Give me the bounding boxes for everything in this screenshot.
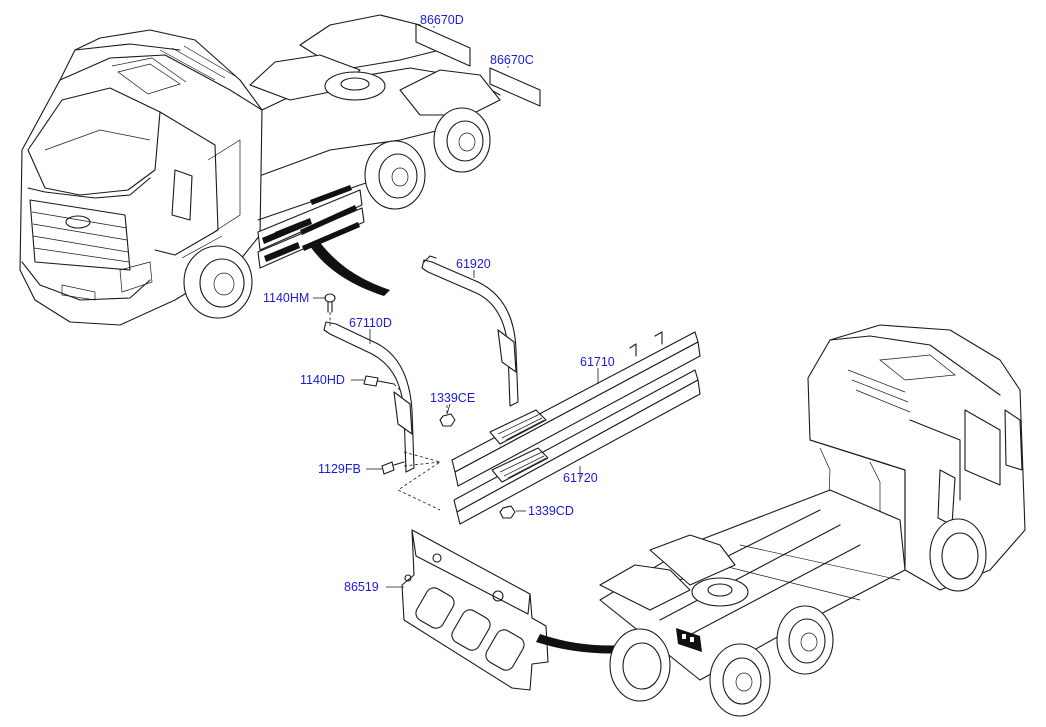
label-67110D: 67110D bbox=[349, 316, 392, 330]
decal-86670C bbox=[489, 67, 541, 107]
label-1140HD: 1140HD bbox=[300, 373, 345, 387]
label-1339CE: 1339CE bbox=[430, 391, 475, 405]
decal-86670D bbox=[415, 23, 471, 67]
part-1339CD-nut bbox=[499, 505, 516, 519]
label-86670C: 86670C bbox=[490, 53, 534, 67]
part-86519-plate bbox=[401, 529, 549, 691]
label-61920: 61920 bbox=[456, 257, 491, 271]
truck-rear-view-illustration bbox=[599, 324, 1026, 717]
assembly-guide-2 bbox=[403, 461, 441, 467]
label-86670D: 86670D bbox=[420, 13, 464, 27]
leader-lines bbox=[313, 26, 599, 588]
part-61720-step bbox=[453, 369, 701, 525]
part-1140HD-bolt bbox=[363, 375, 403, 393]
label-86519: 86519 bbox=[344, 580, 379, 594]
truck-front-view-illustration bbox=[19, 14, 501, 326]
label-61720: 61720 bbox=[563, 471, 598, 485]
label-1140HM: 1140HM bbox=[263, 291, 309, 305]
part-67110D-bracket bbox=[323, 321, 415, 473]
label-1339CD: 1339CD bbox=[528, 504, 574, 518]
part-61920-bracket bbox=[421, 255, 519, 407]
label-1129FB: 1129FB bbox=[318, 462, 361, 476]
part-1140HM-bolt bbox=[324, 293, 336, 326]
part-61710-step bbox=[451, 331, 701, 487]
assembly-guide bbox=[397, 451, 441, 511]
part-1129FB-bolt bbox=[381, 461, 405, 475]
part-1339CE-nut bbox=[439, 405, 456, 427]
label-61710: 61710 bbox=[580, 355, 615, 369]
